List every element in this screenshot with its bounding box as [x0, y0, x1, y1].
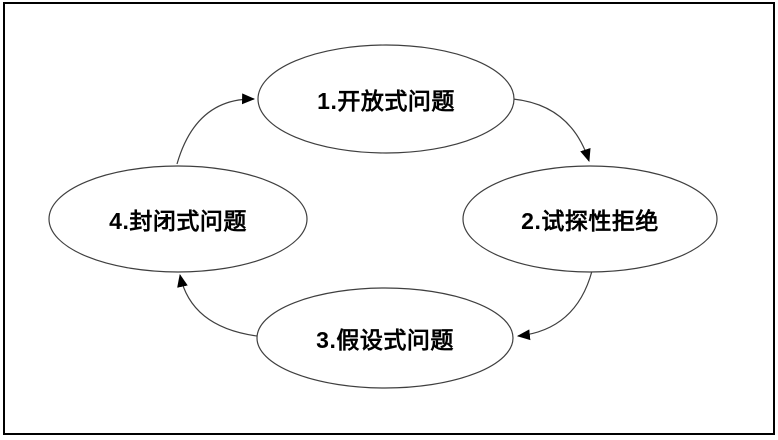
node-ellipse-2 [462, 165, 718, 273]
node-label-closed-question: 4.封闭式问题 [109, 208, 247, 234]
connector-4-to-1 [176, 93, 256, 165]
connector-3-to-4 [177, 273, 258, 337]
connector-1-to-2 [512, 98, 591, 163]
node-ellipse-4 [48, 165, 308, 273]
node-label-hypothetical-question: 3.假设式问题 [316, 327, 454, 353]
node-ellipse-3 [256, 287, 514, 389]
node-ellipse-1 [257, 44, 515, 154]
node-label-tentative-rejection: 2.试探性拒绝 [521, 208, 659, 234]
connector-2-to-3 [516, 270, 593, 341]
node-label-open-question: 1.开放式问题 [317, 88, 455, 114]
